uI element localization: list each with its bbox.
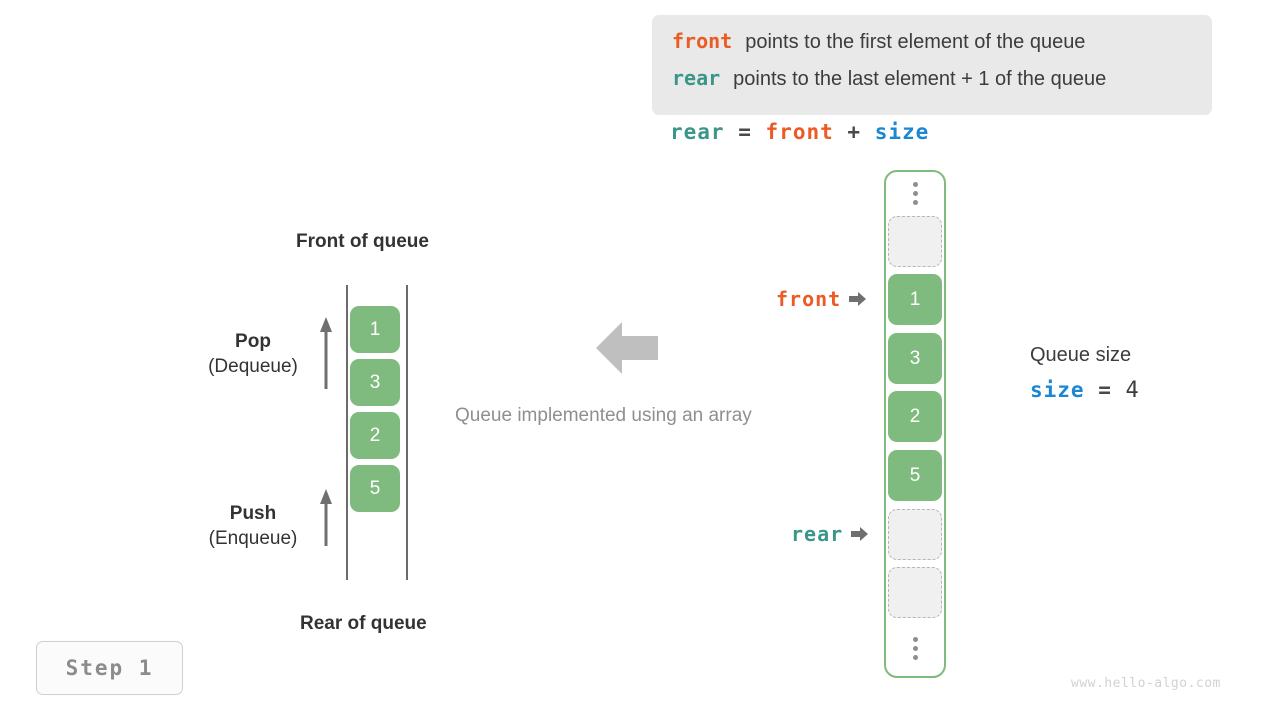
array-ellipsis-top <box>911 182 919 205</box>
rear-formula: rear = front + size <box>670 120 929 144</box>
queue-size-expression: size = 4 <box>1030 378 1140 403</box>
queue-size-title: Queue size <box>1030 344 1132 366</box>
center-caption: Queue implemented using an array <box>455 405 752 426</box>
array-slot-filled: 5 <box>888 450 942 501</box>
legend-text-front: points to the first element of the queue <box>745 31 1086 53</box>
front-pointer-text: front <box>776 287 842 311</box>
size-equals: = <box>1098 378 1112 402</box>
front-pointer-label: front <box>776 287 867 311</box>
queue-size-block: Queue size size = 4 <box>1030 344 1140 403</box>
array-slot-filled: 2 <box>888 391 942 442</box>
left-arrow-icon <box>596 322 658 374</box>
pop-label: Pop (Dequeue) <box>173 331 333 378</box>
pop-up-arrow-icon <box>320 317 332 389</box>
push-subtitle: (Enqueue) <box>208 528 298 549</box>
pointer-arrow-icon <box>851 527 869 541</box>
formula-plus: + <box>847 120 862 144</box>
array-slot-filled: 1 <box>888 274 942 325</box>
array-slot-empty <box>888 509 942 560</box>
array-slot-empty <box>888 567 942 618</box>
legend-text-rear: points to the last element + 1 of the qu… <box>733 68 1107 90</box>
formula-equals: = <box>738 120 752 144</box>
rear-pointer-label: rear <box>791 522 869 546</box>
queue-rail-right <box>406 285 408 580</box>
push-title: Push <box>229 503 277 524</box>
array-container <box>884 170 946 678</box>
array-slot-empty <box>888 216 942 267</box>
queue-rail-left <box>346 285 348 580</box>
queue-cell: 1 <box>350 306 400 353</box>
pointer-arrow-icon <box>849 292 867 306</box>
formula-rear: rear <box>670 120 725 144</box>
size-variable: size <box>1030 378 1085 402</box>
push-label: Push (Enqueue) <box>173 503 333 550</box>
legend-line-front: front points to the first element of the… <box>672 29 1192 66</box>
rear-pointer-text: rear <box>791 522 844 546</box>
queue-cell: 2 <box>350 412 400 459</box>
formula-front: front <box>765 120 834 144</box>
formula-size: size <box>874 120 930 144</box>
legend-box: front points to the first element of the… <box>652 15 1212 115</box>
push-up-arrow-icon <box>320 489 332 546</box>
pop-subtitle: (Dequeue) <box>208 356 298 377</box>
legend-key-front: front <box>672 29 733 53</box>
legend-key-rear: rear <box>672 66 721 90</box>
queue-cell: 3 <box>350 359 400 406</box>
queue-cell: 5 <box>350 465 400 512</box>
legend-line-rear: rear points to the last element + 1 of t… <box>672 66 1192 103</box>
step-badge: Step 1 <box>36 641 183 695</box>
array-slot-filled: 3 <box>888 333 942 384</box>
rear-of-queue-label: Rear of queue <box>300 613 427 634</box>
pop-title: Pop <box>235 331 271 352</box>
size-value: 4 <box>1125 378 1140 403</box>
front-of-queue-label: Front of queue <box>296 231 429 252</box>
array-ellipsis-bottom <box>911 637 919 660</box>
watermark: www.hello-algo.com <box>1071 676 1221 691</box>
